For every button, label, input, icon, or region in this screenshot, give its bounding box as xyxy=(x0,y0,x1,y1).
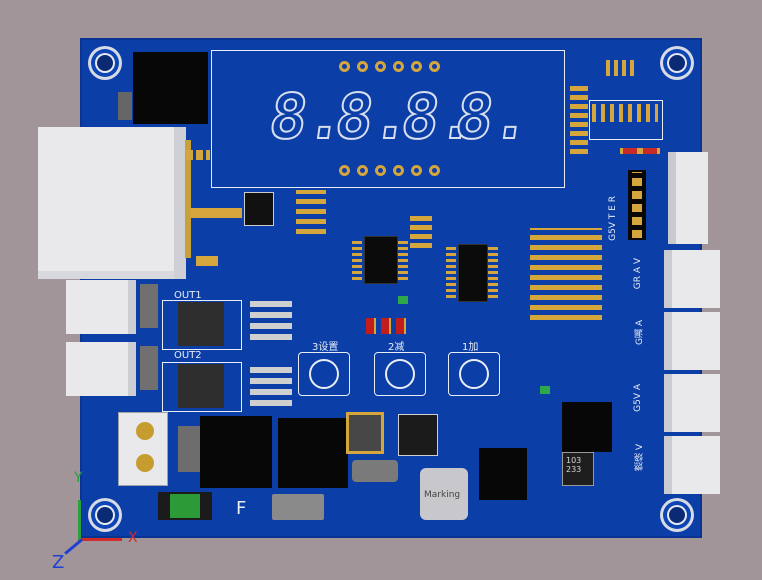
mounting-hole-icon xyxy=(660,46,694,80)
mosfet xyxy=(479,448,527,500)
smd-part xyxy=(190,208,242,218)
ic-marking: 103 233 xyxy=(566,456,582,474)
resistor-array xyxy=(570,86,588,154)
display-pin xyxy=(357,61,368,72)
header-label: G5V T E R xyxy=(608,196,618,241)
capacitor xyxy=(178,426,202,472)
led xyxy=(620,148,640,154)
display-pin xyxy=(375,61,386,72)
connector-label-4: 燃烧 V xyxy=(635,444,645,472)
smd-capacitor xyxy=(352,460,398,482)
mounting-hole-icon xyxy=(88,46,122,80)
display-pin xyxy=(411,61,422,72)
mounting-hole-icon xyxy=(88,498,122,532)
fuse-label: F xyxy=(236,498,247,519)
connector-label-2: G漏 A xyxy=(635,320,645,345)
power-inductor xyxy=(420,468,468,520)
smd-capacitor xyxy=(272,494,324,520)
set-button[interactable] xyxy=(298,352,350,396)
regulator-outline xyxy=(162,300,242,350)
button-label-set: 3设置 xyxy=(312,342,339,353)
x-axis-label: X xyxy=(128,530,138,546)
display-pin xyxy=(393,165,404,176)
capacitor xyxy=(118,92,132,120)
button-label-plus: 1加 xyxy=(462,342,479,353)
terminal-connector-4[interactable] xyxy=(664,436,720,494)
ic-pins xyxy=(352,238,408,280)
resistor-cluster xyxy=(530,228,602,320)
plus-button-cap[interactable] xyxy=(459,359,489,389)
terminal-connector-2[interactable] xyxy=(664,312,720,370)
ic-pads xyxy=(592,104,658,122)
small-ic xyxy=(562,452,594,486)
z-axis-label: Z xyxy=(52,552,65,573)
axis-gizmo-icon xyxy=(64,538,83,555)
capacitor xyxy=(140,284,158,328)
output-connector-2[interactable] xyxy=(66,342,136,396)
minus-button-cap[interactable] xyxy=(385,359,415,389)
connector-label-3: G5V A xyxy=(633,384,643,412)
inductor xyxy=(346,412,384,454)
axis-gizmo-icon xyxy=(78,538,122,541)
display-pin xyxy=(339,165,350,176)
capacitor xyxy=(140,346,158,390)
output-connector-1[interactable] xyxy=(66,280,136,334)
display-pin xyxy=(393,61,404,72)
relay-1[interactable] xyxy=(200,416,272,488)
screw-terminal-screw[interactable] xyxy=(136,422,154,440)
led xyxy=(398,296,408,304)
button-label-minus: 2减 xyxy=(388,342,405,353)
power-jack[interactable] xyxy=(133,52,208,124)
minus-button[interactable] xyxy=(374,352,426,396)
regulator-1 xyxy=(178,302,224,346)
smd-part xyxy=(186,150,210,160)
mounting-hole-icon xyxy=(660,498,694,532)
screw-terminal-screw[interactable] xyxy=(136,454,154,472)
ic-pins xyxy=(446,246,498,298)
buzzer xyxy=(562,402,612,452)
resistor-cluster xyxy=(250,300,292,340)
relay-2[interactable] xyxy=(278,418,348,488)
plus-button[interactable] xyxy=(448,352,500,396)
regulator-2 xyxy=(178,364,224,408)
resistor-cluster xyxy=(296,190,326,234)
led xyxy=(540,386,550,394)
side-connector-main[interactable] xyxy=(668,152,708,244)
terminal-connector-1[interactable] xyxy=(664,250,720,308)
out2-label: OUT2 xyxy=(174,350,202,361)
pin-header-pins xyxy=(632,172,642,238)
connector-label-1: GR A V xyxy=(633,258,643,290)
power-ic xyxy=(398,414,438,456)
connector-pins xyxy=(185,140,191,258)
seven-segment-digit-4: 8. xyxy=(450,79,537,154)
rj45-connector[interactable] xyxy=(38,127,186,279)
display-pin xyxy=(411,165,422,176)
display-pin xyxy=(429,61,440,72)
inductor-marking: Marking xyxy=(424,490,461,500)
resistor-cluster xyxy=(410,214,432,248)
led xyxy=(640,148,660,154)
display-outline xyxy=(211,50,565,188)
fuse xyxy=(170,494,200,518)
display-pin xyxy=(375,165,386,176)
display-pin xyxy=(339,61,350,72)
ic-outline xyxy=(589,100,663,140)
display-pin xyxy=(357,165,368,176)
regulator-outline xyxy=(162,362,242,412)
resistor-array xyxy=(606,60,636,76)
smd-part xyxy=(196,256,218,266)
display-pin xyxy=(429,165,440,176)
resistor-cluster xyxy=(250,366,292,406)
y-axis-label: Y xyxy=(74,470,83,486)
small-ic xyxy=(244,192,274,226)
axis-gizmo-icon xyxy=(78,500,81,540)
out1-label: OUT1 xyxy=(174,290,202,301)
led-array xyxy=(366,318,410,334)
terminal-connector-3[interactable] xyxy=(664,374,720,432)
set-button-cap[interactable] xyxy=(309,359,339,389)
